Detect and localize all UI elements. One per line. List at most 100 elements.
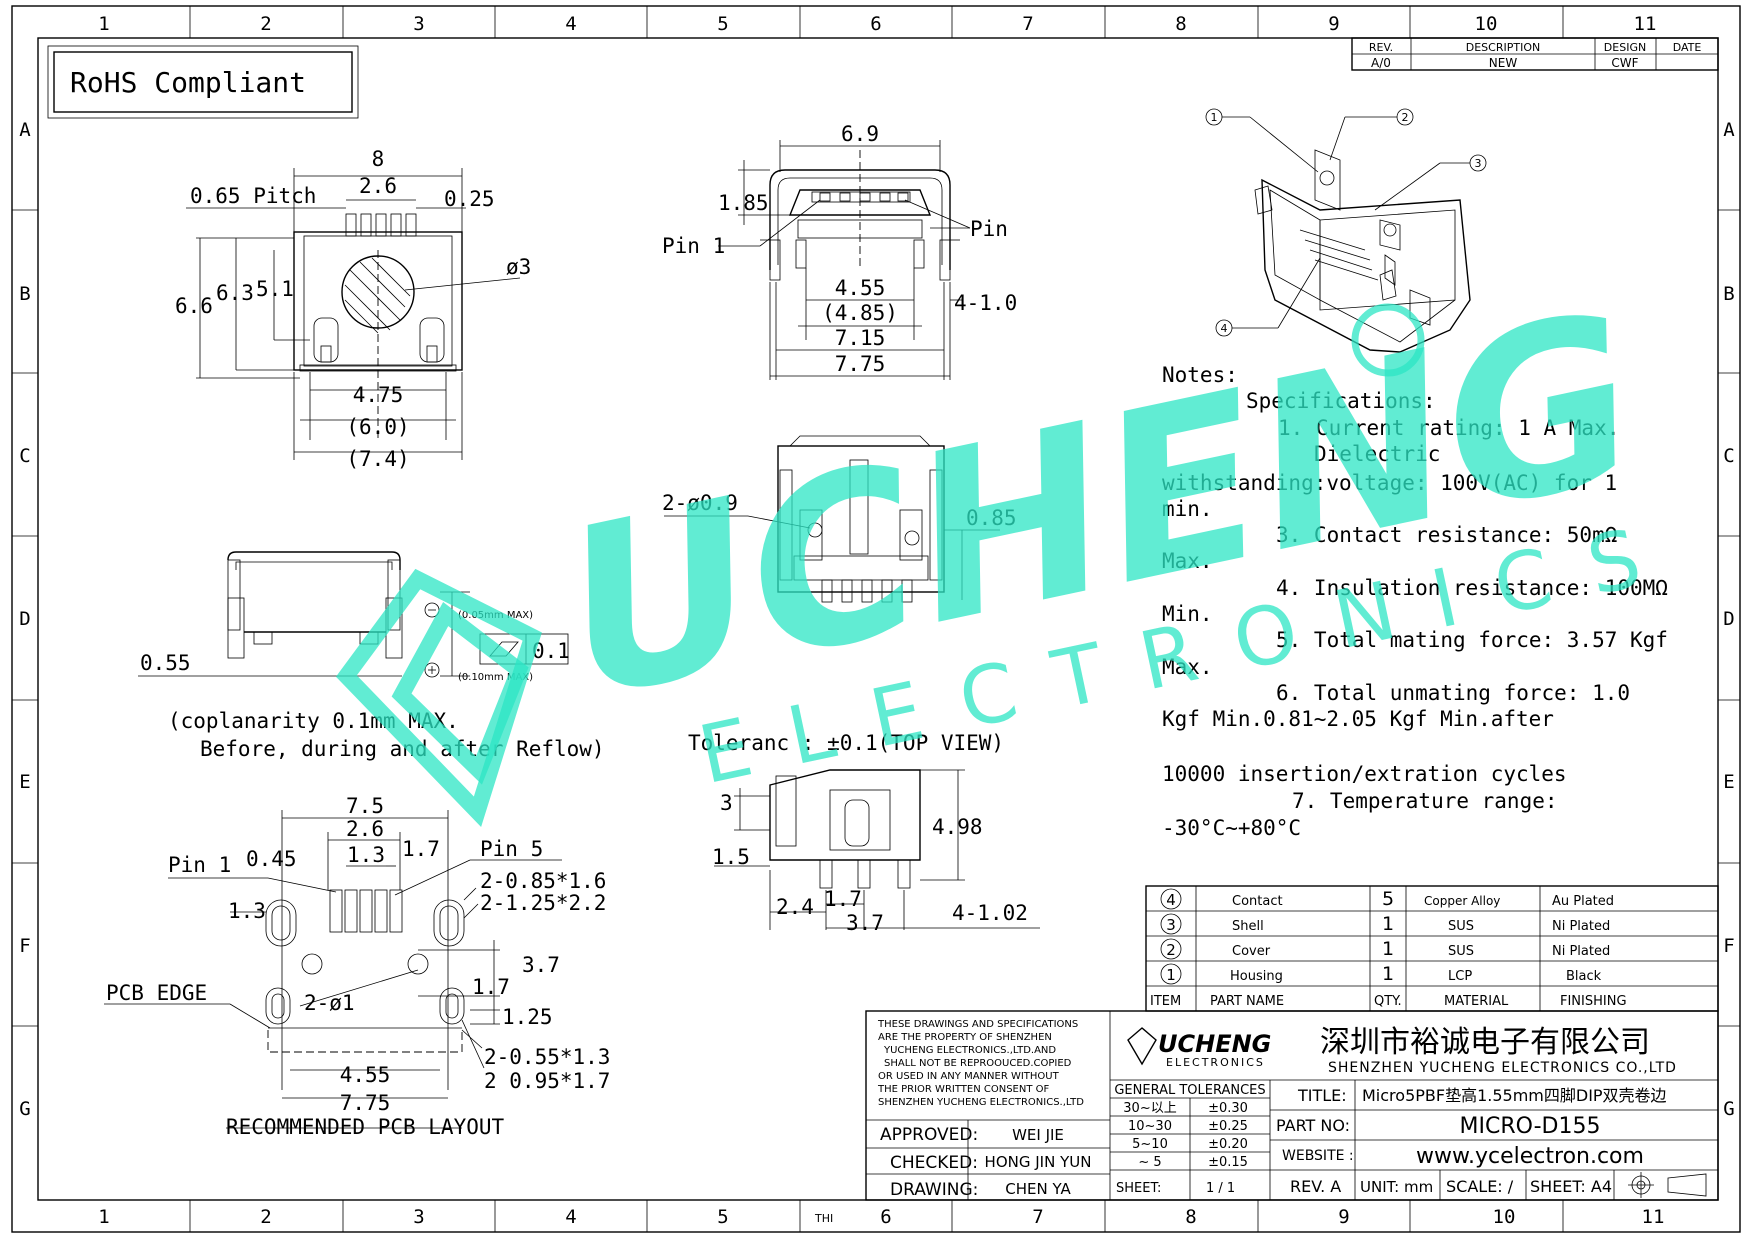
dim-label: 4-1.02 [952,901,1028,925]
col-label: 3 [413,1206,424,1228]
bottom-view [664,435,1000,603]
title-label: TITLE: [1297,1086,1347,1105]
col-label: 2 [260,13,271,35]
side-view [138,551,569,678]
outer-border [11,5,1741,1233]
dim-label: 0.85 [966,506,1017,530]
drawing-label: DRAWING: [890,1180,978,1200]
bom-qty: 1 [1382,913,1394,935]
dim-label: 1.3 [228,899,266,923]
rev-label: REV. A [1290,1177,1341,1196]
dim-label: 4.55 [340,1063,391,1087]
notes-line: 6. Total unmating force: 1.0 [1276,681,1630,705]
bom-header: MATERIAL [1444,994,1509,1009]
bom-qty: 5 [1382,888,1394,910]
row-label: F [1723,935,1734,957]
thi-label: THI [814,1212,833,1225]
dim-label: (4.85) [822,301,898,325]
column-labels-top: 1 2 3 4 5 6 7 8 9 10 11 [98,13,1656,35]
pcb-layout-dims: 7.5 2.6 1.3 1.7 0.45 Pin 1 Pin 5 2-0.85*… [106,794,610,1139]
dim-label: 4.75 [353,383,404,407]
notes-line: 5. Total mating force: 3.57 Kgf [1276,628,1668,652]
partno-value: MICRO-D155 [1460,1114,1601,1139]
col-label: 8 [1175,13,1186,35]
right-side-view-dims: 3 1.5 4.98 2.4 1.7 3.7 4-1.02 [712,791,1028,935]
dim-label: 4-1.0 [954,291,1017,315]
title-block: THESE DRAWINGS AND SPECIFICATIONS ARE TH… [865,1010,1719,1201]
row-label: G [19,1098,30,1120]
bom-material: SUS [1448,919,1474,934]
dim-label: 2-0.55*1.3 [484,1045,610,1069]
disclaimer-line: THE PRIOR WRITTEN CONSENT OF [877,1084,1049,1095]
partno-label: PART NO: [1276,1116,1350,1135]
rev-cell: NEW [1489,56,1518,70]
pcb-edge-label: PCB EDGE [106,981,207,1005]
bom-qty: 1 [1382,963,1394,985]
col-label: 5 [717,13,728,35]
callout-number: 1 [1211,111,1218,124]
bom-name: Cover [1232,944,1271,959]
bom-header: QTY. [1374,994,1402,1009]
notes-line: Specifications: [1246,389,1436,413]
notes-line: 4. Insulation resistance: 100MΩ [1276,576,1668,600]
disclaimer-line: YUCHENG ELECTRONICS.,LTD.AND [883,1045,1056,1056]
watermark-logo-icon [335,568,542,828]
tolerance-value: ±0.25 [1208,1119,1248,1134]
pcb-layout-title: RECOMMENDED PCB LAYOUT [226,1115,505,1139]
bom-material: LCP [1448,969,1472,984]
row-label: G [1723,1098,1734,1120]
dim-label: 1.25 [502,1005,553,1029]
logo-main: UCHENG [1158,1030,1271,1058]
sheet-label: SHEET: [1116,1181,1161,1196]
bom-finish: Au Plated [1552,894,1614,909]
notes-line: 3. Contact resistance: 50mΩ [1276,523,1617,547]
revision-table: REV. DESCRIPTION DESIGN DATE A/0 NEW CWF [1351,37,1719,71]
tolerance-value: ±0.20 [1208,1137,1248,1152]
dim-label: ø3 [506,255,531,279]
dim-label: 8 [372,147,385,171]
tolerance-range: 30~以上 [1123,1101,1176,1116]
dim-label: 0.55 [140,651,191,675]
sheet-size-label: SHEET: A4 [1530,1177,1612,1196]
notes-line: 1. Current rating: 1 A Max. [1278,416,1619,440]
row-label: E [19,771,30,793]
rev-header: DESCRIPTION [1466,41,1540,54]
notes-line: Kgf Min.0.81~2.05 Kgf Min.after [1162,707,1554,731]
rev-header: DESIGN [1604,41,1646,54]
row-label: A [19,119,31,141]
col-label: 5 [717,1206,728,1228]
tolerance-value: ±0.15 [1208,1155,1248,1170]
dim-label: 2 0.95*1.7 [484,1069,610,1093]
row-label: C [1723,445,1734,467]
col-label: 8 [1185,1206,1196,1228]
dim-label: 2-ø0.9 [662,491,738,515]
bom-table: 4 Contact 5 Copper Alloy Au Plated 3 She… [1145,885,1719,1012]
bottom-view-dims: 2-ø0.9 0.85 [662,491,1017,530]
row-label: D [1723,608,1734,630]
dim-label: 6.6 [175,294,213,318]
rev-cell: CWF [1611,56,1638,70]
col-label: 10 [1493,1206,1516,1228]
col-label: 4 [565,13,576,35]
website-label: WEBSITE : [1282,1148,1354,1164]
disclaimer-line: SHENZHEN YUCHENG ELECTRONICS.,LTD [878,1097,1084,1108]
rohs-box-outer [53,51,353,113]
tolerance-range: ~ 5 [1138,1155,1161,1170]
dim-label: Pin 5 [480,837,543,861]
dim-label: 6.9 [841,122,879,146]
notes: Notes: Specifications: 1. Current rating… [1162,363,1668,840]
dim-label: 2-0.85*1.6 [480,869,606,893]
notes-line: Max. [1162,549,1213,573]
rohs-box-inner [47,45,359,119]
bom-header: ITEM [1150,994,1181,1009]
notes-line: Min. [1162,602,1213,626]
bom-name: Housing [1230,969,1283,984]
dim-label: (6.0) [346,415,409,439]
callout-number: 3 [1475,157,1482,170]
tolerance-range: 5~10 [1132,1137,1168,1152]
company-logo-icon [1127,1027,1157,1066]
bom-header: PART NAME [1210,994,1284,1009]
row-label: F [19,935,30,957]
drawing-name: CHEN YA [1005,1180,1071,1198]
